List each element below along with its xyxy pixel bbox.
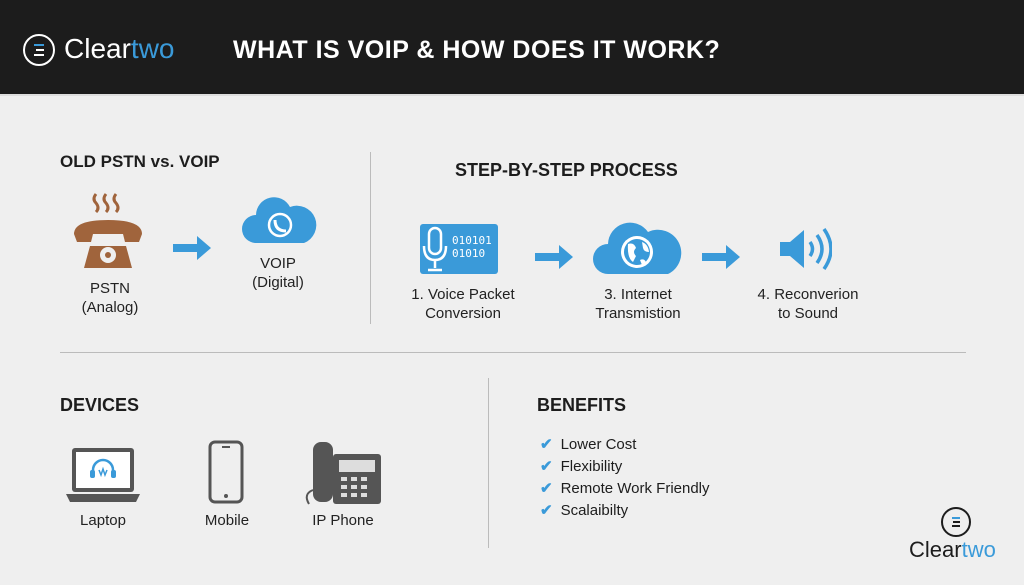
benefits-list: ✔ Lower Cost ✔ Flexibility ✔ Remote Work Fr… — [540, 433, 710, 521]
header: Cleartwo WHAT IS VOIP & HOW DOES IT WORK… — [0, 0, 1024, 96]
benefit-label: Flexibility — [560, 457, 623, 475]
devices-heading: DEVICES — [60, 395, 140, 415]
check-icon: ✔ — [540, 458, 553, 475]
benefit-label: Lower Cost — [560, 435, 637, 453]
process-heading: STEP-BY-STEP PROCESS — [455, 160, 678, 180]
check-icon: ✔ — [540, 502, 553, 519]
speaker-icon — [780, 227, 832, 271]
ip-phone-icon — [305, 442, 381, 505]
footer-logo-icon — [941, 507, 971, 537]
device-laptop-label: Laptop — [80, 512, 126, 529]
arrow-right-icon — [173, 236, 211, 260]
benefits-heading: BENEFITS — [537, 395, 627, 415]
device-mobile-label: Mobile — [204, 512, 250, 529]
brand-logo: Cleartwo — [64, 33, 175, 64]
pstn-label: PSTN(Analog) — [81, 280, 139, 316]
cloud-globe-icon — [593, 222, 682, 274]
benefit-item: ✔ Remote Work Friendly — [540, 477, 710, 499]
benefit-label: Remote Work Friendly — [560, 479, 710, 497]
footer-brand-logo: Cleartwo — [909, 537, 996, 562]
laptop-icon — [66, 448, 140, 502]
section-divider — [60, 352, 966, 353]
benefit-item: ✔ Flexibility — [540, 455, 710, 477]
benefit-item: ✔ Scalaibilty — [540, 499, 710, 521]
check-icon: ✔ — [540, 436, 553, 453]
logo-icon — [23, 34, 55, 66]
comparison-heading: OLD PSTN vs. VOIP — [60, 152, 220, 171]
divider — [370, 152, 371, 324]
voip-label: VOIP(Digital) — [252, 255, 304, 291]
analog-phone-icon — [74, 193, 142, 268]
arrow-right-icon — [535, 245, 573, 269]
microphone-icon — [422, 226, 448, 272]
page-title: WHAT IS VOIP & HOW DOES IT WORK? — [233, 36, 721, 64]
device-ip-phone-label: IP Phone — [312, 512, 374, 529]
benefit-item: ✔ Lower Cost — [540, 433, 710, 455]
arrow-right-icon — [702, 245, 740, 269]
mobile-icon — [208, 440, 244, 504]
benefit-label: Scalaibilty — [560, 501, 629, 519]
divider — [488, 378, 489, 548]
check-icon: ✔ — [540, 480, 553, 497]
cloud-phone-icon — [242, 197, 317, 243]
